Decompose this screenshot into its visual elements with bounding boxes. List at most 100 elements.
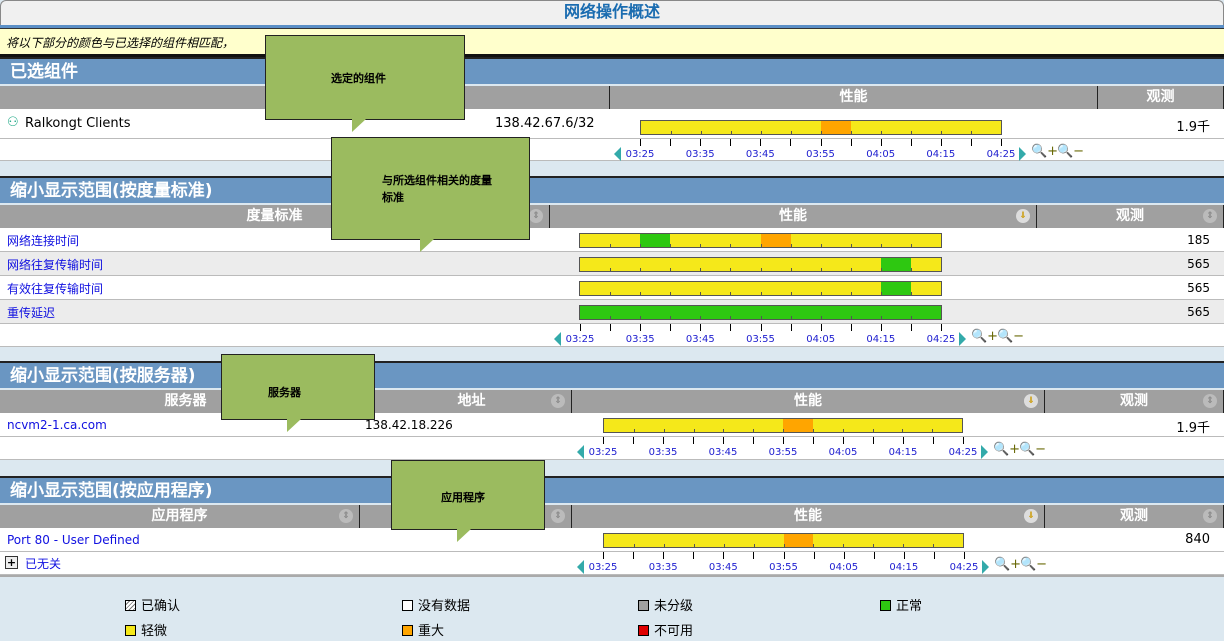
expand-icon[interactable]: + <box>5 556 18 569</box>
scroll-right-icon[interactable] <box>981 445 988 459</box>
unrelated-link[interactable]: 已无关 <box>25 557 62 571</box>
bar-tick <box>731 131 732 134</box>
metric-link[interactable]: 有效往复传输时间 <box>7 282 104 296</box>
col-header-address[interactable]: 地址⇕ <box>372 390 572 413</box>
zoom-in-icon[interactable]: 🔍+ <box>993 442 1021 457</box>
application-link[interactable]: Port 80 - User Defined <box>7 533 140 547</box>
sort-icon[interactable]: ⇕ <box>529 209 543 223</box>
col-header-observations[interactable]: 观测 <box>1098 86 1224 109</box>
zoom-in-icon[interactable]: 🔍+ <box>971 329 999 344</box>
metric-link[interactable]: 重传延迟 <box>7 306 56 320</box>
performance-bar[interactable] <box>579 233 942 248</box>
callout-text: 与所选组件相关的度量标准 <box>382 174 492 204</box>
performance-bar[interactable] <box>603 418 963 433</box>
zoom-out-icon[interactable]: 🔍− <box>1057 144 1085 159</box>
bar-tick <box>633 544 635 547</box>
table-row: 重传延迟 565 <box>0 300 1224 324</box>
col-header-performance[interactable]: 性能 <box>610 86 1098 109</box>
bar-segment-major[interactable] <box>821 121 851 134</box>
sort-desc-icon[interactable]: ⇓ <box>1016 209 1030 223</box>
axis-label: 04:05 <box>828 447 858 458</box>
scroll-right-icon[interactable] <box>959 332 966 346</box>
bar-tick <box>903 544 905 547</box>
bar-segment-major[interactable] <box>760 234 791 247</box>
server-link[interactable]: ncvm2-1.ca.com <box>7 418 107 432</box>
metric-link[interactable]: 网络往复传输时间 <box>7 258 104 272</box>
bar-tick <box>910 268 912 271</box>
bar-tick <box>610 292 612 295</box>
axis-tick <box>760 324 762 331</box>
scroll-left-icon[interactable] <box>554 332 561 346</box>
axis-tick <box>663 552 665 559</box>
bar-tick <box>873 544 875 547</box>
bar-tick <box>850 316 852 319</box>
bar-tick <box>633 429 635 432</box>
scroll-left-icon[interactable] <box>577 445 584 459</box>
axis-label: 04:25 <box>948 447 978 458</box>
legend-swatch <box>402 625 413 636</box>
observation-value: 1.9千 <box>1176 120 1210 135</box>
col-header-observations[interactable]: 观测⇕ <box>1037 205 1224 228</box>
performance-bar[interactable] <box>579 281 942 296</box>
sort-desc-icon[interactable]: ⇓ <box>1024 509 1038 523</box>
bar-tick <box>850 268 852 271</box>
bar-segment-normal[interactable] <box>880 258 911 271</box>
bar-tick <box>850 292 852 295</box>
axis-tick <box>790 324 792 331</box>
bar-tick <box>610 316 612 319</box>
bar-tick <box>730 316 732 319</box>
bar-tick <box>932 429 934 432</box>
zoom-out-icon[interactable]: 🔍− <box>1020 557 1048 572</box>
observation-value: 565 <box>1187 281 1210 295</box>
axis-label: 03:25 <box>565 334 595 345</box>
bar-tick <box>730 244 732 247</box>
bar-segment-major[interactable] <box>783 419 813 432</box>
bar-tick <box>610 268 612 271</box>
axis-label: 03:35 <box>648 562 678 573</box>
axis-tick <box>880 139 882 146</box>
col-header-performance[interactable]: 性能⇓ <box>572 505 1045 528</box>
sort-icon[interactable]: ⇕ <box>339 509 353 523</box>
bar-segment-major[interactable] <box>783 534 814 547</box>
bar-tick <box>753 429 755 432</box>
col-header-observations[interactable]: 观测⇕ <box>1045 505 1224 528</box>
performance-bar[interactable] <box>640 120 1002 135</box>
col-header-application[interactable]: 应用程序⇕ <box>0 505 360 528</box>
bar-tick <box>723 429 725 432</box>
axis-tick <box>700 324 702 331</box>
sort-desc-icon[interactable]: ⇓ <box>1024 394 1038 408</box>
scroll-right-icon[interactable] <box>1019 147 1026 161</box>
zoom-out-icon[interactable]: 🔍− <box>997 329 1025 344</box>
axis-label: 03:45 <box>708 562 738 573</box>
zoom-out-icon[interactable]: 🔍− <box>1019 442 1047 457</box>
scroll-right-icon[interactable] <box>982 560 989 574</box>
bar-segment-normal[interactable] <box>640 234 671 247</box>
axis-tick <box>753 552 755 559</box>
col-header-performance[interactable]: 性能⇓ <box>550 205 1037 228</box>
zoom-in-icon[interactable]: 🔍+ <box>994 557 1022 572</box>
legend-swatch <box>638 625 649 636</box>
metric-link[interactable]: 网络连接时间 <box>7 234 80 248</box>
performance-bar[interactable] <box>579 257 942 272</box>
bar-tick <box>760 292 762 295</box>
bar-segment-normal[interactable] <box>880 282 911 295</box>
col-header-performance[interactable]: 性能⇓ <box>572 390 1045 413</box>
observation-value: 840 <box>1185 532 1210 547</box>
performance-bar[interactable] <box>603 533 964 548</box>
bar-tick <box>640 244 642 247</box>
sort-icon[interactable]: ⇕ <box>551 394 565 408</box>
scroll-left-icon[interactable] <box>614 147 621 161</box>
sort-icon[interactable]: ⇕ <box>1203 209 1217 223</box>
sort-icon[interactable]: ⇕ <box>1203 509 1217 523</box>
bar-tick <box>700 244 702 247</box>
col-header-observations[interactable]: 观测⇕ <box>1045 390 1224 413</box>
axis-tick <box>843 437 844 444</box>
sort-icon[interactable]: ⇕ <box>551 509 565 523</box>
legend-item-unclassified: 未分级 <box>638 595 693 614</box>
performance-bar[interactable] <box>579 305 942 320</box>
axis-tick <box>663 437 664 444</box>
zoom-in-icon[interactable]: 🔍+ <box>1031 144 1059 159</box>
sort-icon[interactable]: ⇕ <box>1203 394 1217 408</box>
axis-label: 04:15 <box>866 334 896 345</box>
scroll-left-icon[interactable] <box>577 560 584 574</box>
